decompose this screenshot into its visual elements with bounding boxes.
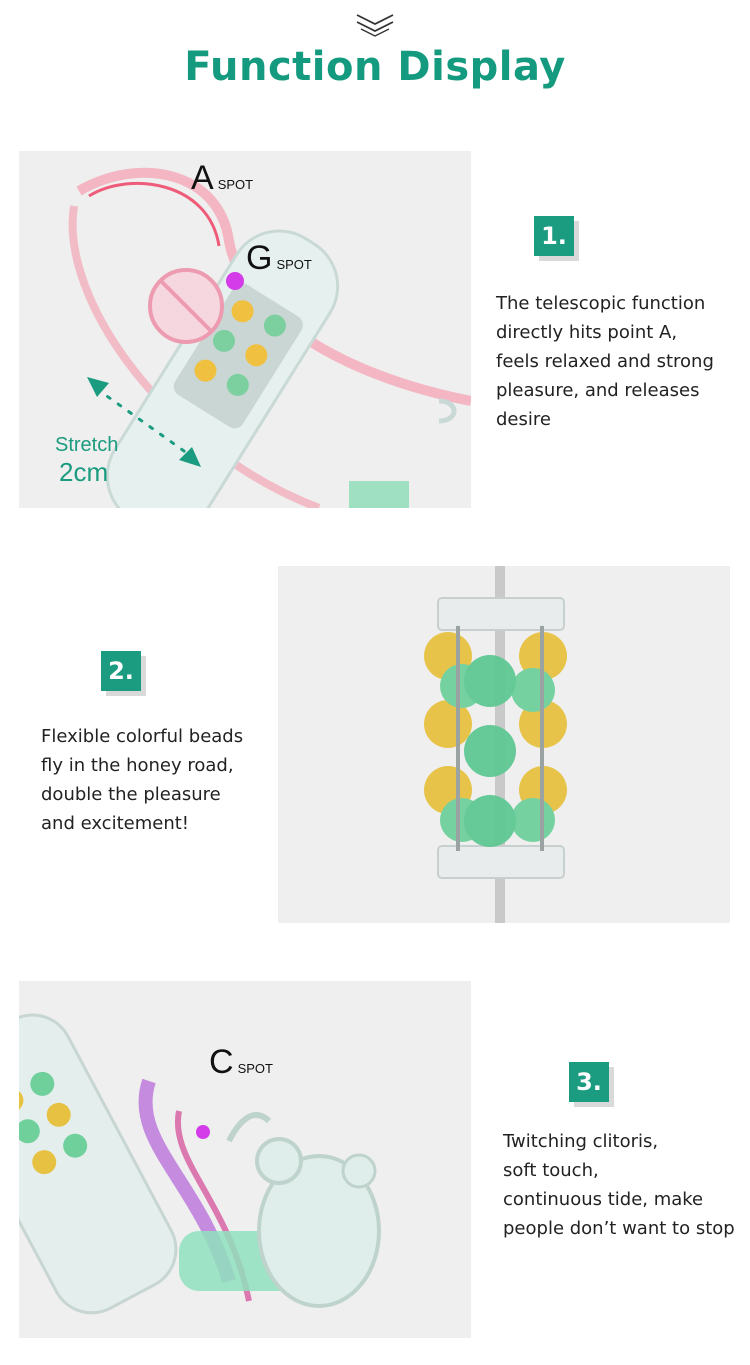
page-title: Function Display <box>184 44 566 90</box>
colorful-beads-image <box>278 566 730 923</box>
section-description: Twitching clitoris, soft touch, continuo… <box>503 1131 735 1239</box>
section-number-badge: 2. <box>101 651 141 691</box>
double-chevron-down-icon <box>356 14 394 37</box>
section-number-badge: 1. <box>534 216 574 256</box>
stretch-label: Stretch <box>55 434 119 456</box>
section-description: Flexible colorful beads fly in the honey… <box>41 726 244 834</box>
section-number-badge: 3. <box>569 1062 609 1102</box>
section-description: The telescopic function directly hits po… <box>496 293 714 430</box>
stretch-value: 2cm <box>59 457 109 487</box>
